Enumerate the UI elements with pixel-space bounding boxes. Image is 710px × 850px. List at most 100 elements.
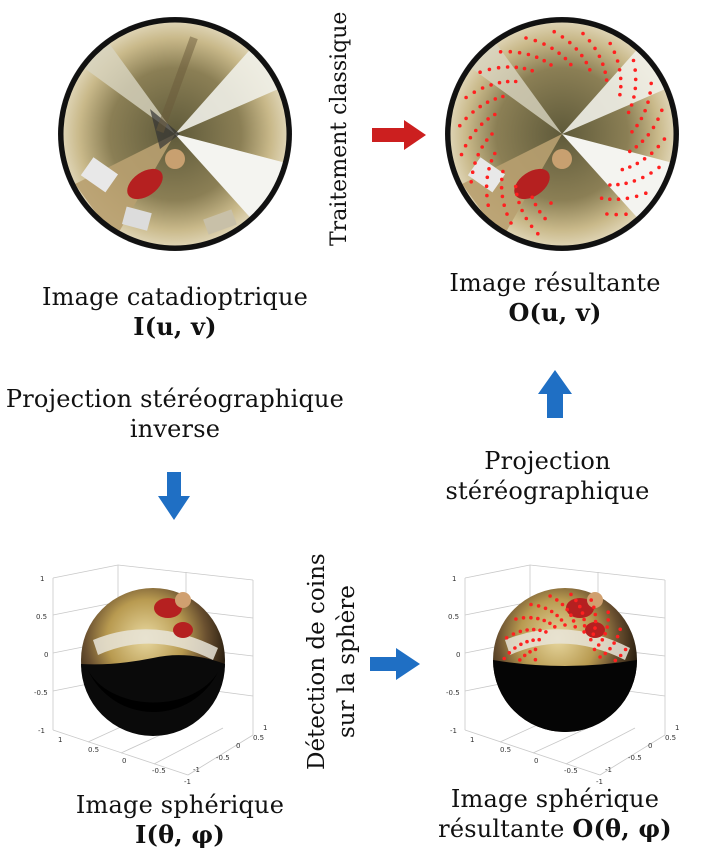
corner-dot — [476, 152, 480, 157]
resulting-spherical-caption-word: résultante — [438, 815, 573, 843]
corner-dot — [502, 203, 506, 207]
corner-dot — [518, 658, 522, 662]
resulting-spherical-caption: Image sphérique résultante O(θ, φ) — [400, 784, 710, 844]
corner-dot — [596, 643, 601, 647]
br-x-axis-tick-3: -0.5 — [564, 767, 578, 775]
corner-dot — [608, 197, 612, 201]
corner-dot — [632, 95, 636, 99]
corner-dot — [646, 133, 651, 137]
corner-dot — [514, 617, 518, 621]
corner-dot — [578, 604, 582, 609]
corner-dot — [618, 92, 622, 97]
corner-dot — [553, 625, 557, 629]
catadioptric-caption: Image catadioptrique I(u, v) — [0, 282, 350, 342]
corner-dot — [490, 132, 494, 136]
corner-dot — [617, 68, 622, 72]
corner-dot — [620, 167, 625, 172]
br-x-axis-tick-0: 1 — [470, 736, 474, 744]
corner-dot — [513, 646, 517, 650]
bl-y-axis-tick-1: -0.5 — [216, 754, 230, 762]
corner-dot — [584, 60, 589, 65]
corner-dot — [559, 618, 564, 622]
corner-dot — [487, 67, 492, 72]
corner-dot — [582, 617, 586, 622]
corner-dot — [587, 39, 592, 43]
corner-dot — [582, 624, 587, 628]
corner-dot — [522, 653, 527, 658]
bl-x-axis-tick-2: 0 — [122, 757, 126, 765]
corner-dot — [593, 612, 598, 617]
corner-dot — [500, 177, 504, 182]
corner-dot — [489, 83, 493, 87]
corner-dot — [530, 68, 534, 73]
corner-dot — [582, 630, 586, 634]
corner-markers — [458, 29, 667, 236]
corner-dot — [536, 604, 541, 608]
corner-dot — [521, 616, 526, 620]
corner-dot — [614, 212, 618, 217]
detection-label-line1: Détection de coins — [304, 553, 330, 770]
br-z-axis-tick-3: -0.5 — [446, 689, 460, 697]
corner-dot — [499, 185, 504, 190]
corner-dot — [563, 56, 568, 61]
resulting-formula: O(u, v) — [508, 298, 602, 327]
corner-dot — [518, 629, 523, 634]
corner-dot — [484, 184, 489, 188]
catadioptric-formula: I(u, v) — [133, 312, 217, 341]
corner-dot — [589, 637, 593, 642]
corner-dot — [571, 619, 576, 623]
resulting-caption-text: Image résultante — [449, 269, 661, 297]
corner-dot — [464, 95, 468, 100]
bl-x-axis-tick-4: -1 — [184, 778, 191, 786]
corner-dot — [502, 656, 506, 661]
corner-dot — [472, 90, 477, 94]
corner-dot — [628, 165, 632, 169]
corner-dot — [537, 637, 541, 642]
traitement-classique-label: Traitement classique — [327, 11, 352, 246]
corner-dot — [603, 651, 608, 656]
corner-dot — [463, 143, 468, 148]
br-y-axis-tick-0: -1 — [605, 766, 612, 774]
corner-dot — [613, 658, 618, 663]
corner-dot — [618, 627, 622, 632]
corner-dot — [646, 100, 650, 104]
corner-dot — [549, 201, 553, 205]
corner-dot — [533, 38, 538, 43]
corner-dot — [520, 208, 524, 213]
corner-dot — [536, 616, 540, 621]
br-y-axis-tick-3: 0.5 — [665, 734, 676, 742]
corner-dot — [517, 50, 522, 55]
corner-dot — [565, 607, 569, 612]
corner-dot — [549, 63, 553, 67]
spherical-image-plot: 10.50-0.5-1 10.50-0.5-1 -1-0.500.51 — [34, 564, 267, 786]
corner-dot — [529, 602, 533, 607]
corner-dot — [489, 159, 494, 163]
corner-dot — [543, 606, 548, 611]
corner-dot — [513, 79, 518, 84]
corner-dot — [608, 183, 612, 187]
corner-dot — [480, 145, 484, 149]
corner-dot — [550, 46, 554, 51]
corner-dot — [486, 117, 490, 121]
corner-dot — [542, 58, 546, 63]
corner-dot — [643, 108, 647, 113]
corner-dot — [501, 169, 505, 174]
corner-dot — [536, 231, 540, 236]
corner-dot — [616, 182, 620, 187]
corner-dot — [533, 647, 538, 652]
resulting-spherical-caption-line2: résultante O(θ, φ) — [400, 814, 710, 844]
corner-dot — [531, 638, 535, 642]
corner-dot — [629, 103, 634, 107]
br-x-axis-tick-4: -1 — [596, 778, 603, 786]
corner-dot — [569, 592, 573, 597]
corner-dot — [568, 40, 572, 45]
corner-dot — [649, 151, 654, 155]
bl-z-axis-tick-3: -0.5 — [34, 689, 48, 697]
spherical-caption: Image sphérique I(θ, φ) — [20, 790, 340, 850]
corner-dot — [615, 634, 620, 639]
corner-dot — [485, 193, 489, 198]
projection-label: Projection stéréographique — [445, 447, 650, 505]
corner-dot — [608, 41, 612, 46]
corner-dot — [530, 195, 534, 200]
corner-dot — [624, 181, 628, 186]
